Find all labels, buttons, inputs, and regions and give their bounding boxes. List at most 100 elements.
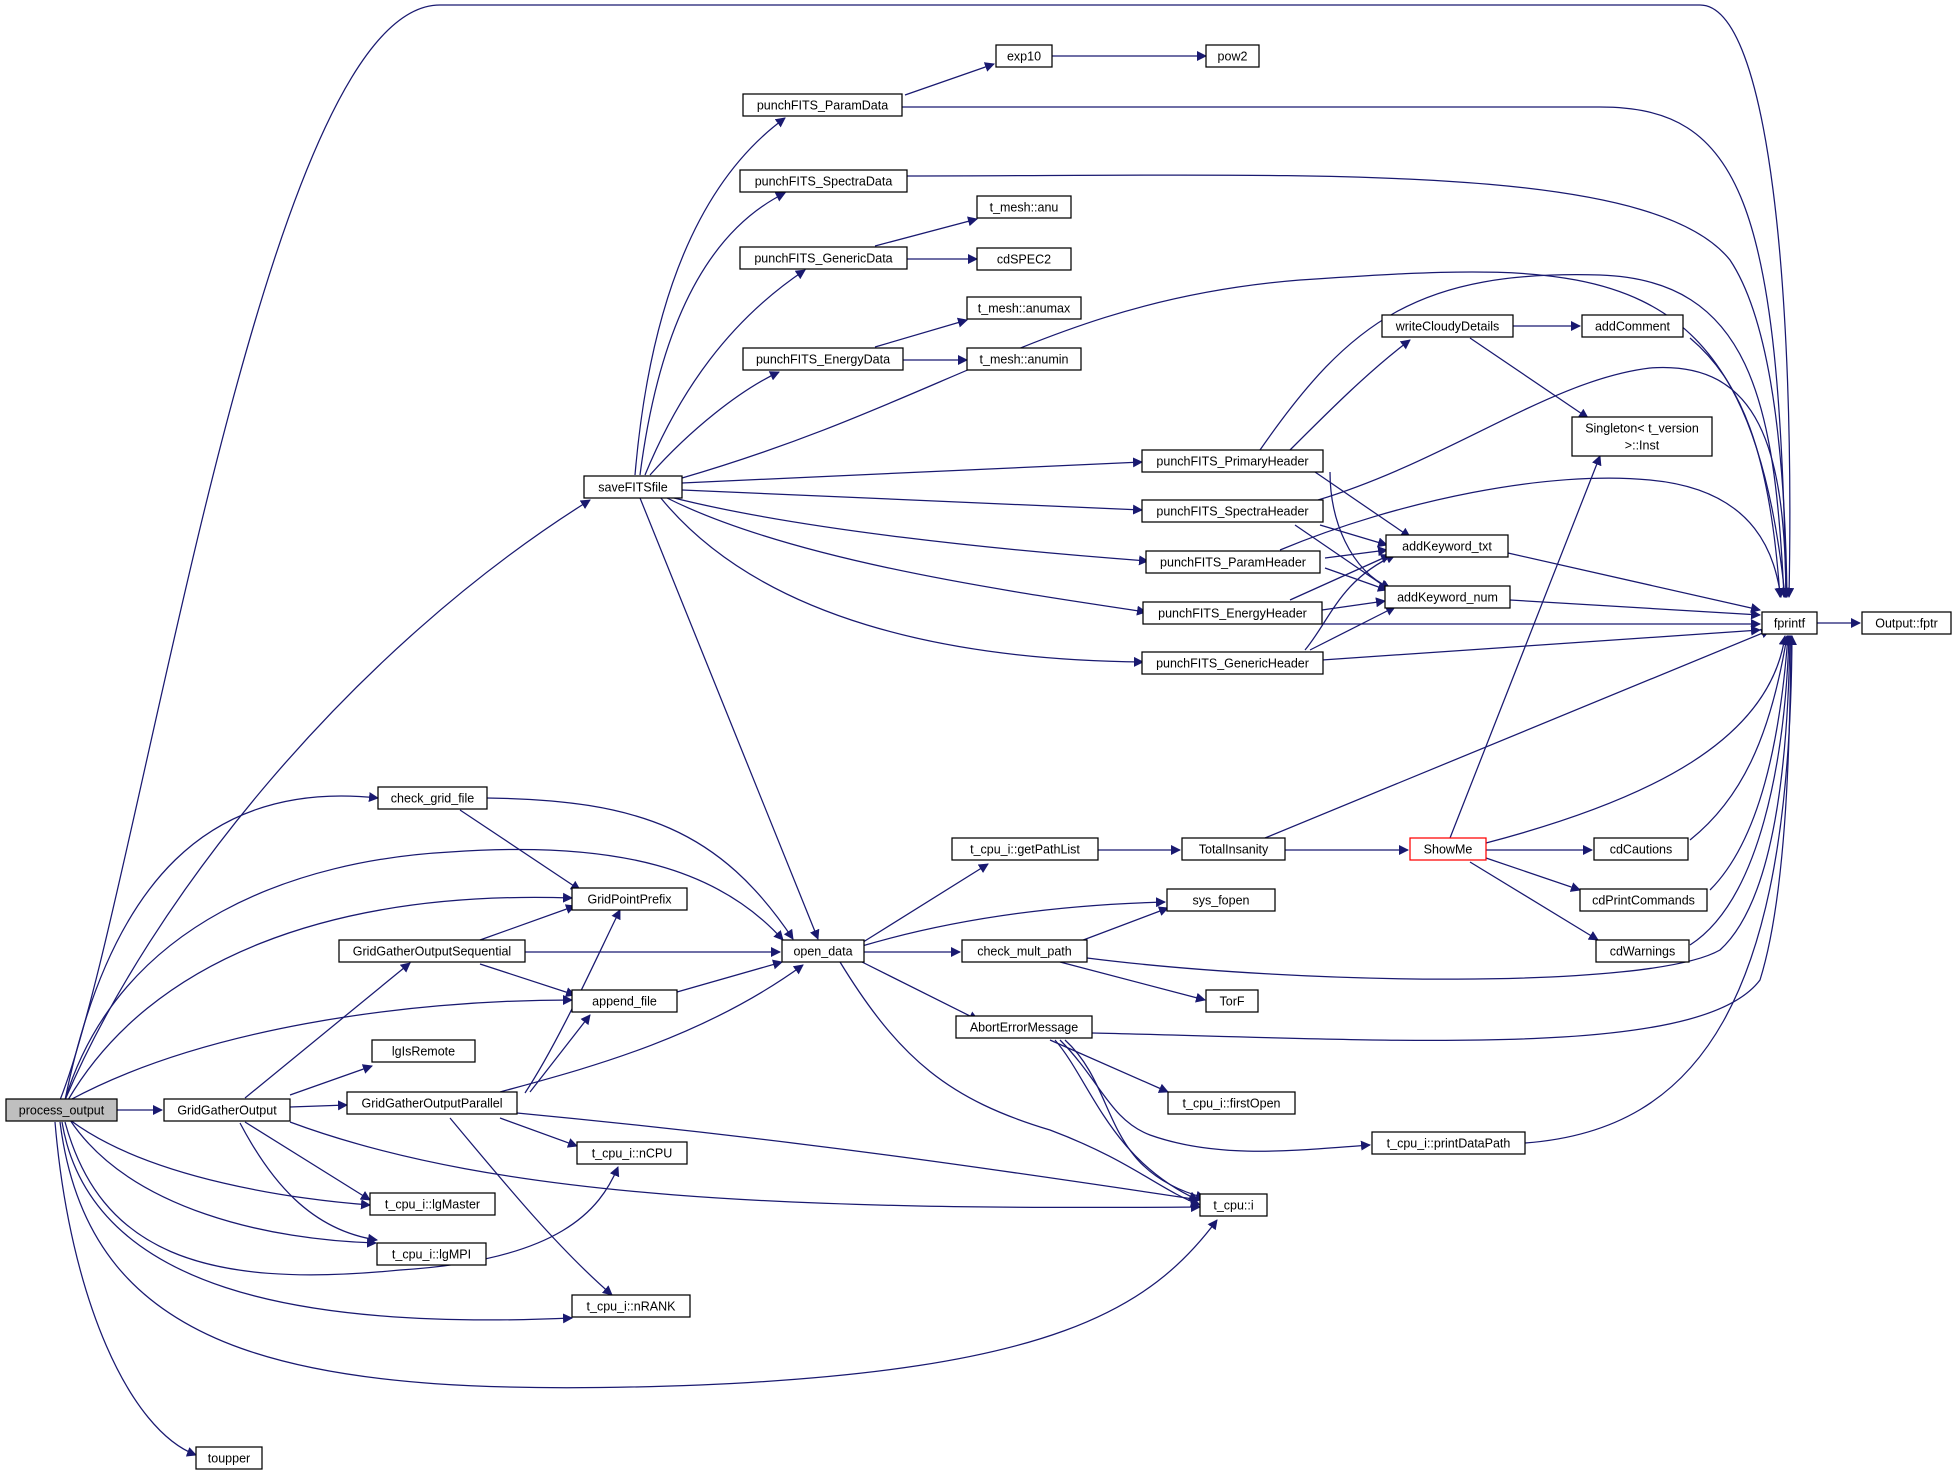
node-label: GridGatherOutputParallel xyxy=(361,1097,502,1111)
node-label: punchFITS_GenericData xyxy=(754,252,892,266)
node-addKeyword_num[interactable]: addKeyword_num xyxy=(1384,585,1511,609)
edge-open_data-cpu_i xyxy=(839,961,1201,1207)
node-cdPrintCommands[interactable]: cdPrintCommands xyxy=(1579,888,1708,912)
edge-SpectraHeader-fprintf xyxy=(1317,366,1791,598)
node-open_data[interactable]: open_data xyxy=(781,939,865,963)
edge-process_output-lgMaster xyxy=(69,1119,371,1210)
edge-EnergyHeader-addKeyword_txt xyxy=(1289,554,1391,601)
node-punchFITS_SpectraHeader[interactable]: punchFITS_SpectraHeader xyxy=(1141,499,1324,523)
node-punchFITS_EnergyData[interactable]: punchFITS_EnergyData xyxy=(742,347,904,371)
edge-GenericHeader-addKeyword_num xyxy=(1309,606,1396,651)
node-label: t_cpu_i::lgMPI xyxy=(392,1248,471,1262)
node-label: t_mesh::anumax xyxy=(978,302,1071,316)
node-label: t_cpu_i::nCPU xyxy=(592,1147,673,1161)
node-cdSPEC2[interactable]: cdSPEC2 xyxy=(976,247,1072,271)
edge-process_output-open_data xyxy=(64,848,784,1101)
edge-check_mult_path-fprintf xyxy=(1086,635,1795,980)
node-label: t_cpu_i::getPathList xyxy=(970,843,1080,857)
node-lgMaster[interactable]: t_cpu_i::lgMaster xyxy=(369,1192,496,1216)
node-printDataPath[interactable]: t_cpu_i::printDataPath xyxy=(1371,1131,1526,1155)
node-fptr[interactable]: Output::fptr xyxy=(1861,611,1952,635)
edge-append_file-open_data xyxy=(676,959,783,993)
node-nRANK[interactable]: t_cpu_i::nRANK xyxy=(571,1294,691,1318)
node-label: pow2 xyxy=(1218,50,1248,64)
node-append_file[interactable]: append_file xyxy=(571,989,678,1013)
edge-open_data-sys_fopen xyxy=(861,897,1166,947)
edge-cdPrintCommands-fprintf xyxy=(1709,635,1793,891)
node-punchFITS_PrimaryHeader[interactable]: punchFITS_PrimaryHeader xyxy=(1141,449,1324,473)
node-GridGatherOutputSequential[interactable]: GridGatherOutputSequential xyxy=(338,939,526,963)
node-anu[interactable]: t_mesh::anu xyxy=(976,195,1072,219)
node-TorF[interactable]: TorF xyxy=(1205,989,1259,1013)
node-toupper[interactable]: toupper xyxy=(195,1446,263,1470)
edge-check_mult_path-TorF xyxy=(1059,961,1206,1003)
node-GridPointPrefix[interactable]: GridPointPrefix xyxy=(571,887,688,911)
edge-SpectraHeader-addKeyword_num xyxy=(1294,524,1391,591)
node-label: t_cpu_i::lgMaster xyxy=(385,1198,480,1212)
node-firstOpen[interactable]: t_cpu_i::firstOpen xyxy=(1167,1091,1296,1115)
node-label: check_grid_file xyxy=(391,792,474,806)
node-saveFITSfile[interactable]: saveFITSfile xyxy=(583,475,683,499)
node-punchFITS_ParamData[interactable]: punchFITS_ParamData xyxy=(742,93,903,117)
node-check_mult_path[interactable]: check_mult_path xyxy=(961,939,1088,963)
node-label-line2: >::Inst xyxy=(1625,439,1660,453)
node-label: cdCautions xyxy=(1610,843,1673,857)
edge-PrimaryHeader-fprintf xyxy=(1259,274,1789,598)
node-process_output[interactable]: process_output xyxy=(5,1098,118,1122)
node-cdCautions[interactable]: cdCautions xyxy=(1593,837,1689,861)
edge-check_grid_file-GridPointPrefix xyxy=(459,809,581,891)
edge-GridGatherOutputParallel-open_data xyxy=(499,964,804,1093)
node-exp10[interactable]: exp10 xyxy=(995,44,1053,68)
node-writeCloudyDetails[interactable]: writeCloudyDetails xyxy=(1381,314,1514,338)
node-punchFITS_SpectraData[interactable]: punchFITS_SpectraData xyxy=(739,169,908,193)
edge-saveFITSfile-punchFITS_SpectraHeader xyxy=(681,489,1143,515)
node-addKeyword_txt[interactable]: addKeyword_txt xyxy=(1385,534,1509,558)
node-label: fprintf xyxy=(1774,617,1806,631)
node-fprintf[interactable]: fprintf xyxy=(1761,611,1818,635)
node-label: addKeyword_txt xyxy=(1402,540,1492,554)
node-label: lgIsRemote xyxy=(392,1045,455,1059)
edge-saveFITSfile-punchFITS_PrimaryHeader xyxy=(681,457,1143,484)
node-punchFITS_ParamHeader[interactable]: punchFITS_ParamHeader xyxy=(1145,550,1321,574)
node-punchFITS_EnergyHeader[interactable]: punchFITS_EnergyHeader xyxy=(1142,601,1323,625)
node-GridGatherOutput[interactable]: GridGatherOutput xyxy=(163,1098,291,1122)
edge-saveFITSfile-punchFITS_GenericData xyxy=(644,269,806,476)
node-addComment[interactable]: addComment xyxy=(1581,314,1684,338)
node-label: cdWarnings xyxy=(1610,945,1676,959)
node-punchFITS_GenericData[interactable]: punchFITS_GenericData xyxy=(739,246,908,270)
edge-process_output-toupper xyxy=(54,1121,197,1457)
node-nCPU[interactable]: t_cpu_i::nCPU xyxy=(576,1141,688,1165)
node-label: GridGatherOutput xyxy=(177,1104,277,1118)
edge-process_output-lgMPI xyxy=(69,1119,377,1248)
node-label: punchFITS_ParamData xyxy=(757,99,888,113)
node-anumin[interactable]: t_mesh::anumin xyxy=(966,347,1082,371)
node-pow2[interactable]: pow2 xyxy=(1205,44,1260,68)
node-anumax[interactable]: t_mesh::anumax xyxy=(966,296,1082,320)
edge-printDataPath-fprintf xyxy=(1524,635,1797,1144)
edge-open_data-AbortErrorMessage xyxy=(857,959,979,1021)
node-AbortErrorMessage[interactable]: AbortErrorMessage xyxy=(955,1015,1093,1039)
node-GridGatherOutputParallel[interactable]: GridGatherOutputParallel xyxy=(346,1091,518,1115)
node-TotalInsanity[interactable]: TotalInsanity xyxy=(1181,837,1286,861)
node-label: saveFITSfile xyxy=(598,481,668,495)
node-label: Output::fptr xyxy=(1875,617,1938,631)
node-label: process_output xyxy=(19,1104,105,1118)
node-label: cdSPEC2 xyxy=(997,253,1051,267)
edge-process_output-check_grid_file xyxy=(64,792,379,1101)
node-punchFITS_GenericHeader[interactable]: punchFITS_GenericHeader xyxy=(1141,651,1324,675)
node-ShowMe[interactable]: ShowMe xyxy=(1409,837,1487,861)
node-label: punchFITS_GenericHeader xyxy=(1156,657,1309,671)
node-cdWarnings[interactable]: cdWarnings xyxy=(1595,939,1690,963)
nodes: process_output GridGatherOutput toupper … xyxy=(5,44,1952,1470)
node-lgMPI[interactable]: t_cpu_i::lgMPI xyxy=(376,1242,487,1266)
edge-GridGatherOutput-lgIsRemote xyxy=(289,1064,373,1096)
edge-ParamHeader-addKeyword_txt xyxy=(1324,546,1388,559)
node-Singleton[interactable]: Singleton< t_version >::Inst xyxy=(1571,416,1713,457)
edge-SpectraHeader-addKeyword_txt xyxy=(1319,524,1388,548)
node-cpu_i[interactable]: t_cpu::i xyxy=(1199,1193,1268,1217)
node-sys_fopen[interactable]: sys_fopen xyxy=(1166,888,1276,912)
edge-cdWarnings-fprintf xyxy=(1689,635,1794,946)
node-lgIsRemote[interactable]: lgIsRemote xyxy=(371,1039,476,1063)
node-getPathList[interactable]: t_cpu_i::getPathList xyxy=(951,837,1099,861)
node-check_grid_file[interactable]: check_grid_file xyxy=(377,786,488,810)
